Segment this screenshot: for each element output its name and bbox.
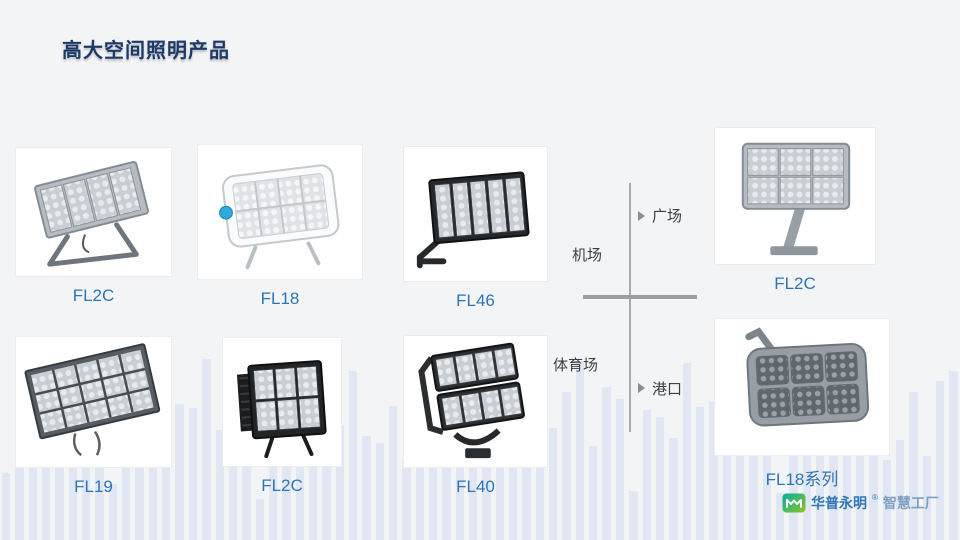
- equalizer-bar: [562, 392, 571, 540]
- floodlight-fl40-image: [403, 335, 548, 468]
- product-card: FL46: [403, 146, 548, 311]
- floodlight-fl18-series-image: [714, 318, 890, 456]
- floodlight-white-rounded-icon: [219, 164, 340, 270]
- floodlight-fl19-image: [15, 336, 172, 468]
- product-card: FL18: [197, 144, 363, 309]
- product-card: FL2C: [714, 127, 876, 294]
- product-label: FL18: [260, 289, 300, 308]
- equalizer-bar: [655, 417, 665, 540]
- product-label: FL46: [456, 291, 495, 310]
- floodlight-black-double-row-icon: [418, 342, 525, 459]
- hpwinner-logo-icon: [782, 493, 806, 513]
- equalizer-bar: [936, 381, 945, 540]
- floodlight-silver-front-icon: [741, 142, 851, 256]
- diagram-vertical-line: [629, 183, 631, 432]
- product-label: FL40: [456, 477, 495, 496]
- product-label: FL2C: [261, 476, 303, 495]
- equalizer-bar: [549, 428, 558, 540]
- floodlight-fl2c-angled-image: [15, 147, 172, 277]
- product-card: FL40: [403, 335, 548, 497]
- floodlight-fl46-image: [403, 146, 548, 282]
- logo-brand-text: 华普永明: [811, 495, 867, 511]
- diagram-label-stadium: 体育场: [553, 357, 599, 374]
- floodlight-gray-rounded-icon: [745, 327, 870, 427]
- equalizer-bar: [575, 361, 585, 540]
- product-card: FL19: [15, 336, 172, 497]
- diagram-label-port: 港口: [652, 381, 683, 398]
- triangle-marker-port: [638, 383, 645, 393]
- diagram-label-plaza: 广场: [652, 208, 683, 225]
- equalizer-bar: [682, 363, 691, 540]
- equalizer-bar: [375, 443, 384, 540]
- product-card: FL2C: [222, 337, 342, 496]
- equalizer-bar: [348, 371, 358, 540]
- company-logo: 华普永明 ® 智慧工厂: [782, 493, 939, 513]
- equalizer-bar: [602, 387, 611, 540]
- floodlight-silver-angled-icon: [34, 160, 149, 267]
- product-label: FL18系列: [765, 470, 839, 489]
- floodlight-black-finned-icon: [236, 360, 327, 459]
- equalizer-bar: [642, 410, 651, 540]
- floodlight-black-five-module-icon: [416, 171, 530, 269]
- equalizer-bar: [695, 407, 705, 540]
- equalizer-bar: [896, 440, 905, 540]
- equalizer-bar: [362, 436, 371, 540]
- equalizer-bar: [615, 399, 625, 540]
- equalizer-bar: [388, 406, 398, 540]
- floodlight-fl18-image: [197, 144, 363, 280]
- floodlight-fl2c-front-image: [714, 127, 876, 265]
- equalizer-bar: [202, 359, 211, 540]
- product-card: FL2C: [15, 147, 172, 306]
- equalizer-bar: [909, 392, 918, 540]
- triangle-marker-plaza: [638, 211, 645, 221]
- page-title: 高大空间照明产品: [62, 40, 230, 62]
- product-card: FL18系列: [714, 318, 890, 490]
- equalizer-bar: [589, 446, 598, 540]
- product-label: FL2C: [774, 274, 816, 293]
- floodlight-dark-panel-icon: [24, 343, 161, 457]
- product-label: FL19: [74, 477, 113, 496]
- diagram-horizontal-line: [583, 295, 697, 299]
- equalizer-bar: [175, 404, 184, 540]
- logo-suffix-text: 智慧工厂: [882, 495, 939, 511]
- logo-reg-mark: ®: [872, 493, 878, 502]
- equalizer-bar: [669, 438, 678, 540]
- diagram-label-airport: 机场: [572, 247, 603, 264]
- equalizer-bar: [629, 491, 638, 540]
- product-label: FL2C: [72, 286, 115, 305]
- equalizer-bar: [949, 371, 958, 540]
- equalizer-bar: [2, 473, 11, 540]
- equalizer-bar: [255, 499, 264, 540]
- floodlight-fl2c-black-image: [222, 337, 342, 467]
- equalizer-bar: [188, 408, 198, 540]
